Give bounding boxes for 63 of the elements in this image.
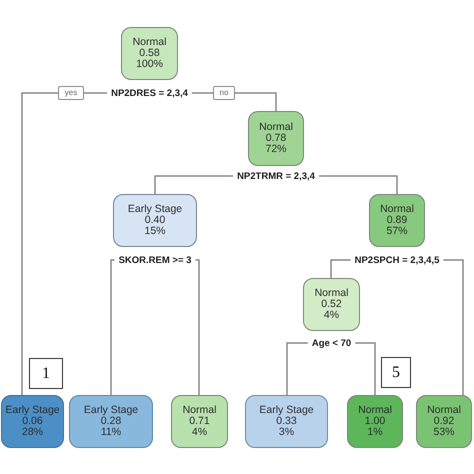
class-label: Normal	[427, 405, 461, 416]
tree-branch-line	[443, 259, 464, 395]
class-label: Normal	[132, 37, 166, 48]
probability-value: 0.28	[100, 416, 122, 427]
split-node-box	[248, 111, 304, 166]
percent-value: 57%	[386, 226, 408, 237]
split-rule: NP2DRES = 2,3,4	[111, 88, 188, 98]
edge-label: yes	[58, 86, 84, 100]
percent-value: 15%	[144, 226, 166, 237]
percent-value: 4%	[192, 427, 208, 438]
probability-value: 0.71	[189, 416, 210, 427]
class-label: Normal	[380, 204, 414, 215]
probability-value: 0.52	[321, 299, 342, 310]
probability-value: 0.89	[386, 215, 408, 226]
probability-value: 0.78	[266, 133, 286, 144]
probability-value: 0.58	[139, 48, 160, 59]
split-rule: NP2SPCH = 2,3,4,5	[354, 254, 440, 266]
split-rule: NP2TRMR = 2,3,4	[237, 170, 315, 182]
tree-branch-line	[154, 175, 234, 194]
probability-value: 1.00	[364, 416, 386, 427]
callout-number: 1	[29, 358, 63, 389]
probability-value: 0.06	[22, 416, 43, 427]
class-label: Early Stage	[128, 204, 182, 215]
probability-value: 0.40	[144, 215, 166, 226]
leaf-node-box	[416, 395, 472, 448]
percent-value: 4%	[324, 310, 340, 321]
percent-value: 11%	[100, 427, 122, 438]
tree-branch-line	[195, 259, 200, 395]
split-rule: SKOR.REM >= 3	[118, 254, 192, 266]
leaf-node-box	[347, 395, 403, 448]
class-label: Normal	[314, 288, 348, 299]
percent-value: 1%	[367, 427, 383, 438]
class-label: Early Stage	[84, 405, 138, 416]
percent-value: 28%	[22, 427, 43, 438]
probability-value: 0.33	[276, 416, 297, 427]
leaf-node-box	[1, 395, 64, 448]
tree-branch-line	[110, 259, 115, 395]
split-node-box	[121, 27, 178, 80]
class-label: Normal	[358, 405, 392, 416]
callout-number: 5	[381, 357, 411, 388]
class-label: Early Stage	[259, 405, 314, 416]
tree-branch-line	[286, 342, 308, 395]
edge-label: no	[212, 86, 236, 100]
tree-branch-line	[318, 175, 398, 194]
percent-value: 72%	[265, 144, 286, 155]
class-label: Normal	[182, 405, 216, 416]
split-rule: Age < 70	[312, 338, 352, 348]
leaf-node-box	[171, 395, 228, 448]
leaf-node-box	[69, 395, 153, 448]
probability-value: 0.92	[434, 416, 454, 427]
tree-branch-line	[192, 92, 277, 111]
tree-branch-line	[21, 92, 108, 395]
class-label: Early Stage	[5, 405, 60, 416]
percent-value: 53%	[433, 427, 454, 438]
leaf-node-box	[245, 395, 328, 448]
tree-branch-line	[355, 342, 376, 395]
split-node-box	[113, 194, 197, 247]
class-label: Normal	[259, 122, 293, 133]
percent-value: 3%	[278, 427, 294, 438]
split-node-box	[369, 194, 425, 247]
percent-value: 100%	[136, 59, 163, 70]
split-node-box	[303, 278, 360, 331]
tree-branch-line	[330, 259, 351, 278]
